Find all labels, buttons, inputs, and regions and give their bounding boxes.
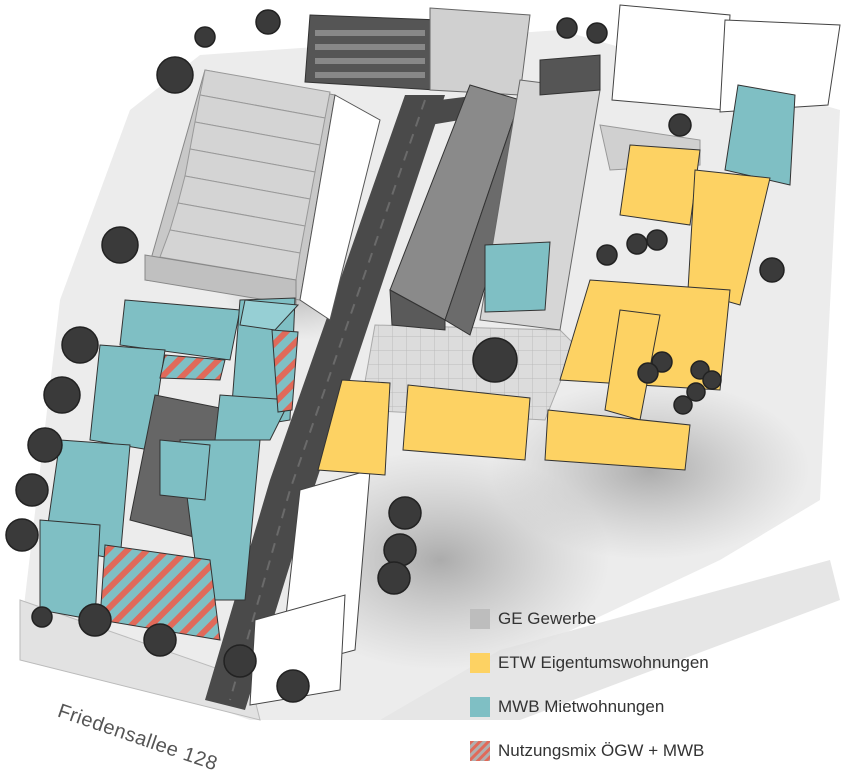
mwb-small-top-right [724,84,796,186]
gewerbe-white-top [611,4,841,113]
legend-label-mix: Nutzungsmix ÖGW + MWB [498,741,705,760]
trees [5,9,785,703]
legend-item-mix: Nutzungsmix ÖGW + MWB [470,740,840,762]
legend-swatch-mwb [470,697,490,717]
gewerbe-white-bottom [249,469,371,706]
gewerbe-office-block [304,7,531,96]
legend-swatch-gewerbe [470,609,490,629]
legend: GE Gewerbe ETW Eigentumswohnungen MWB Mi… [470,608,840,784]
legend-swatch-etw [470,653,490,673]
gewerbe-hall [144,69,381,321]
site-plan-illustration [5,4,841,721]
legend-label-mwb: MWB Mietwohnungen [498,697,665,716]
legend-label-gewerbe: GE Gewerbe [498,609,597,628]
etw-blocks [317,144,771,476]
legend-label-etw: ETW Eigentumswohnungen [498,653,709,672]
legend-item-gewerbe: GE Gewerbe [470,608,840,630]
mwb-courtyard-block [39,297,300,641]
legend-swatch-mix [470,741,490,761]
legend-item-etw: ETW Eigentumswohnungen [470,652,840,674]
mwb-small-central [484,241,551,313]
legend-item-mwb: MWB Mietwohnungen [470,696,840,718]
